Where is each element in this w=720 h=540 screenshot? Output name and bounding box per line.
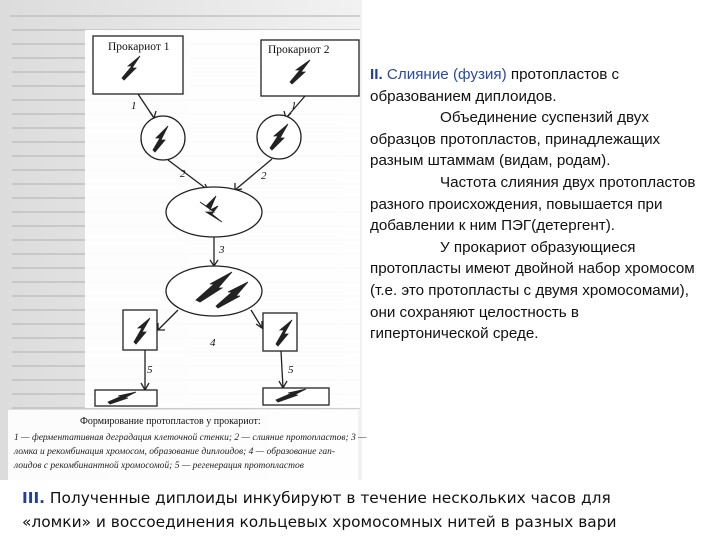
bottom-line: III. Полученные диплоиды инкубируют в те… — [22, 486, 720, 510]
section-keyword: Слияние (фузия) — [387, 66, 507, 83]
bottom-paragraph: III. Полученные диплоиды инкубируют в те… — [22, 486, 720, 534]
step-number: 3 — [219, 244, 225, 256]
regenerated-cell-right — [263, 388, 329, 405]
paragraph-text: У прокариот образующиеся протопласты име… — [370, 239, 695, 342]
paragraph: Объединение суспензий двух образцов прот… — [370, 107, 700, 172]
haploid-square-left — [123, 310, 157, 350]
step-number: 4 — [210, 337, 216, 349]
prokaryote-2-label: Прокариот 2 — [268, 44, 329, 56]
haploid-square-right — [263, 313, 297, 351]
step-number: 5 — [288, 364, 294, 376]
section-number: II. — [370, 66, 387, 83]
prokaryote-1-label: Прокариот 1 — [108, 41, 169, 53]
figure-caption-line: ломка и рекомбинация хромосом, образован… — [14, 447, 335, 457]
figure-caption-line: 1 — ферментативная деградация клеточной … — [14, 433, 367, 443]
bottom-line-text: Полученные диплоиды инкубируют в течение… — [45, 489, 611, 507]
section-number: III. — [22, 489, 45, 507]
step-number: 1 — [291, 100, 297, 112]
paragraph: У прокариот образующиеся протопласты име… — [370, 237, 700, 345]
bottom-line: «ломки» и воссоединения кольцевых хромос… — [22, 510, 720, 534]
explanation-text: II. Слияние (фузия) протопластов с образ… — [370, 64, 700, 345]
section-heading: II. Слияние (фузия) протопластов с образ… — [370, 64, 700, 107]
figure-caption-line: лоидов с рекомбинантной хромосомой; 5 — … — [14, 461, 304, 471]
step-number: 5 — [147, 364, 153, 376]
step-number: 2 — [261, 170, 267, 182]
paragraph-text: Частота слияния двух протопластов разног… — [370, 174, 695, 234]
figure-caption-title: Формирование протопластов у прокариот: — [80, 416, 261, 427]
paragraph-text: Объединение суспензий двух образцов прот… — [370, 109, 660, 169]
step-number: 1 — [131, 100, 137, 112]
protoplast-1-circle — [141, 116, 185, 160]
paragraph: Частота слияния двух протопластов разног… — [370, 172, 700, 237]
step-number: 2 — [180, 168, 186, 180]
